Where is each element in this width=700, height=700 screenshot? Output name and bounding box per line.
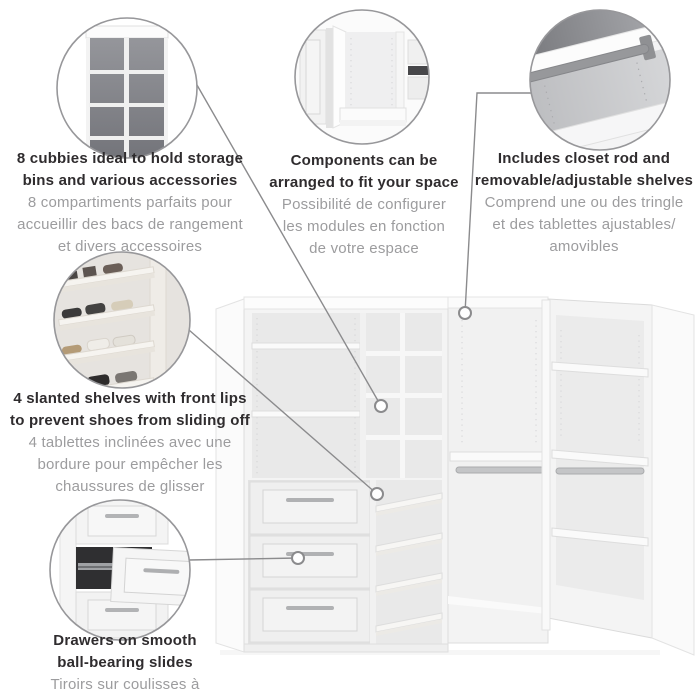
left-unit-top-band [243, 296, 449, 310]
annotation-drawers-fr: Tiroirs sur coulisses à roulement à bill… [40, 676, 210, 700]
rod-closeup [530, 43, 650, 88]
shoe-shelf-row [57, 263, 155, 293]
product-image [215, 296, 695, 656]
closet-rod [455, 466, 545, 474]
vignette-circle-components [294, 9, 430, 145]
slanted-shelf [375, 532, 443, 556]
drawer-handle [286, 606, 334, 610]
vignette-shoes [53, 251, 191, 389]
callout-dot-cubbies [374, 399, 388, 413]
shoe-shelf-section [370, 480, 443, 645]
annotation-cubbies-fr: 8 compartiments parfaits pour accueillir… [17, 194, 243, 255]
drawer-stack [248, 480, 372, 646]
divider-panel [541, 299, 551, 631]
pulled-out-drawer [110, 547, 190, 608]
closed-drawer-top [75, 500, 169, 545]
vignette-rod [529, 9, 671, 151]
vignette-circle-cubbies [56, 17, 198, 159]
shoe-shelf-row [58, 299, 156, 331]
left-unit-base [243, 643, 449, 653]
drawer-handle [286, 498, 334, 502]
callout-dot-shoes [370, 487, 384, 501]
annotation-closet-rod-fr: Comprend une ou des tringle et des table… [484, 194, 684, 255]
open-shelf-column [251, 313, 361, 478]
connectors [188, 84, 531, 561]
closet-rod [555, 467, 645, 475]
vignette-circle-drawers [49, 499, 191, 641]
vignette-cubbies [56, 17, 198, 159]
right-shelf-mid [551, 449, 649, 467]
slanted-shelf [375, 612, 443, 636]
corner-unit [447, 296, 549, 644]
annotation-shoe-shelves-en: 4 slanted shelves with front lips to pre… [10, 390, 250, 429]
connector-line-drawers [188, 557, 299, 561]
cubby-grid [360, 313, 442, 478]
drawer [249, 481, 371, 535]
callout-dot-drawers [291, 551, 305, 565]
annotation-components: Components can be arranged to fit your s… [254, 150, 474, 260]
shelf [251, 342, 361, 350]
corner-base-top [448, 596, 548, 614]
right-shelf-low [551, 527, 649, 547]
drawer [249, 535, 371, 589]
left-unit [215, 296, 449, 653]
annotation-drawers-en: Drawers on smooth ball-bearing slides [53, 632, 197, 671]
vignette-components [294, 9, 430, 145]
vignette-circle-rod [529, 9, 671, 151]
right-side-panel [651, 304, 695, 656]
connector-line-shoes [188, 329, 378, 495]
slanted-shelf [375, 492, 443, 516]
shelf [251, 410, 361, 418]
annotation-closet-rod-en: Includes closet rod and removable/adjust… [474, 150, 694, 189]
annotation-cubbies-en: 8 cubbies ideal to hold storage bins and… [16, 150, 244, 189]
connector-line-cubbies [196, 84, 382, 407]
right-unit [541, 298, 695, 656]
annotation-shoe-shelves-fr: 4 tablettes inclinées avec une bordure p… [28, 434, 232, 495]
right-shelf-top [551, 361, 649, 378]
vignette-drawers [49, 499, 191, 641]
annotation-components-fr: Possibilité de configurer les modules en… [281, 196, 447, 257]
corner-shelf [449, 451, 549, 462]
annotation-shoe-shelves: 4 slanted shelves with front lips to pre… [5, 388, 255, 498]
slanted-shelf [375, 572, 443, 596]
drawer [249, 589, 371, 643]
annotation-components-en: Components can be arranged to fit your s… [269, 152, 459, 191]
callout-dots [291, 306, 472, 565]
annotation-cubbies: 8 cubbies ideal to hold storage bins and… [5, 148, 255, 258]
annotation-drawers: Drawers on smooth ball-bearing slides Ti… [10, 630, 240, 700]
vignette-circle-shoes [53, 251, 191, 389]
callout-dot-rod [458, 306, 472, 320]
annotation-closet-rod: Includes closet rod and removable/adjust… [466, 148, 700, 258]
connector-line-rod [464, 92, 531, 314]
